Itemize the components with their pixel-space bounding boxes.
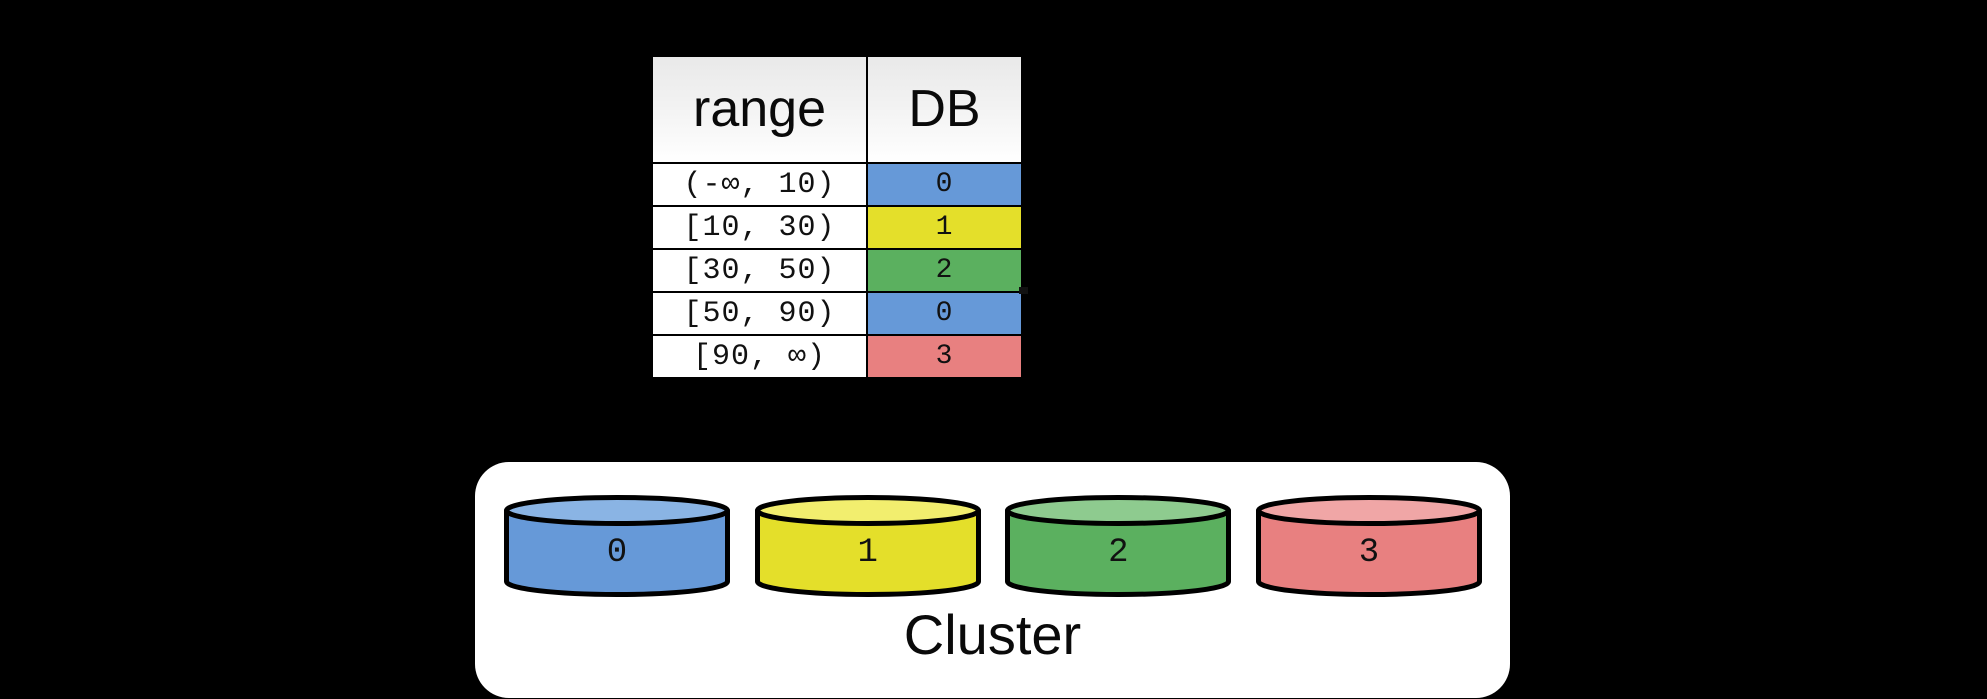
table-edge-connector-stub [1019,287,1028,294]
cell-range: [50, 90) [651,291,868,336]
cell-db: 2 [866,248,1023,293]
database-cylinder[interactable]: 1 [754,494,982,598]
column-header-db: DB [866,55,1023,164]
database-cylinder[interactable]: 0 [503,494,731,598]
database-cylinder[interactable]: 2 [1004,494,1232,598]
table-row: (-∞, 10)0 [651,162,1023,207]
cell-db: 0 [866,291,1023,336]
cell-db: 0 [866,162,1023,207]
cell-db: 3 [866,334,1023,379]
table-row: [30, 50)2 [651,248,1023,293]
table-header-row: range DB [651,55,1023,164]
cluster-caption: Cluster [903,603,1082,666]
cell-range: [10, 30) [651,205,868,250]
table-row: [10, 30)1 [651,205,1023,250]
column-header-range: range [651,55,868,164]
cell-db: 1 [866,205,1023,250]
table-row: [90, ∞)3 [651,334,1023,379]
database-cylinder[interactable]: 3 [1255,494,1483,598]
cell-range: [90, ∞) [651,334,868,379]
cell-range: [30, 50) [651,248,868,293]
cell-range: (-∞, 10) [651,162,868,207]
table-row: [50, 90)0 [651,291,1023,336]
range-to-db-routing-table: range DB (-∞, 10)0[10, 30)1[30, 50)2[50,… [651,55,1023,379]
